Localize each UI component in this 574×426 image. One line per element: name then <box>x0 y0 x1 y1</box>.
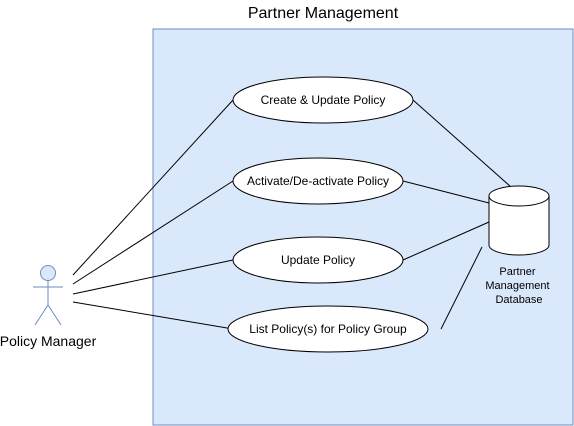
database-label: Partner Management Database <box>485 266 552 306</box>
use-case-label: Create & Update Policy <box>261 93 386 107</box>
database-label-line: Database <box>495 294 542 306</box>
stick-figure-icon <box>33 265 63 326</box>
assoc-create-update-db <box>412 99 512 188</box>
use-case-label: List Policy(s) for Policy Group <box>249 322 407 336</box>
assoc-update-db <box>402 221 490 261</box>
use-case-ellipse <box>232 157 404 205</box>
database-label-line: Partner <box>499 266 535 278</box>
assoc-actor-create-update <box>72 99 234 276</box>
use-case-ellipse <box>227 305 429 353</box>
assoc-actor-activate <box>72 180 234 285</box>
use-case-create-update-policy: Create & Update Policy <box>232 76 414 124</box>
use-case-label: Activate/De-activate Policy <box>247 174 389 188</box>
database-associations <box>402 99 512 330</box>
use-case-list-policies: List Policy(s) for Policy Group <box>227 305 429 353</box>
actor-right-leg <box>47 304 62 326</box>
use-case-activate-deactivate-policy: Activate/De-activate Policy <box>232 157 404 205</box>
actor-left-leg <box>34 304 49 326</box>
assoc-actor-list <box>72 301 234 330</box>
assoc-activate-db <box>402 180 490 204</box>
use-case-update-policy: Update Policy <box>232 236 404 284</box>
system-title: Partner Management <box>248 5 399 22</box>
database-label-line: Management <box>485 280 549 292</box>
assoc-actor-update <box>72 259 234 295</box>
actor-label: Policy Manager <box>0 333 97 349</box>
use-case-label: Update Policy <box>281 253 355 267</box>
assoc-list-db <box>440 246 483 330</box>
use-case-ellipse <box>232 236 404 284</box>
database-body <box>488 196 550 256</box>
use-case-ellipse <box>232 76 414 124</box>
actor-head <box>40 265 56 281</box>
database-top <box>488 185 550 207</box>
cylinder-database-icon <box>488 185 550 256</box>
actor-associations <box>72 99 234 330</box>
